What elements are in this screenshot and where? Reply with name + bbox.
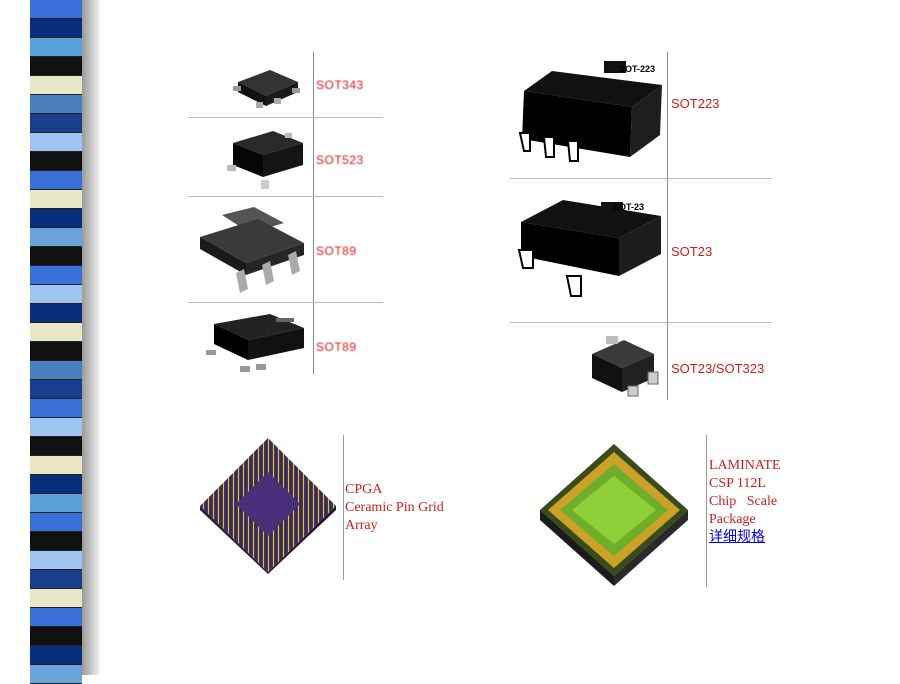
sot223-marking: SOT-223 [619, 64, 656, 74]
sot223-chip-image [518, 61, 662, 162]
package-label: SOT89 [316, 244, 357, 258]
package-label: SOT23/SOT323 [671, 361, 765, 376]
laminate-description: LAMINATE CSP 112L Chip Scale Package 详细规… [709, 457, 789, 547]
cpga-description: CPGA Ceramic Pin Grid Array [345, 481, 444, 535]
sot89-chip-image-alt [206, 314, 304, 372]
row-divider [188, 196, 383, 197]
cpga-divider [343, 435, 344, 580]
cpga-line-3: Array [345, 518, 378, 533]
laminate-line-2: CSP 112L [709, 476, 766, 491]
table-right-divider [667, 52, 668, 400]
cpga-line-2: Ceramic Pin Grid [345, 500, 444, 515]
table-left-divider [313, 52, 314, 374]
package-label: SOT23 [671, 244, 713, 259]
sot89-chip-image [200, 207, 304, 293]
row-divider [188, 117, 383, 118]
package-label: SOT223 [671, 96, 720, 111]
package-label: SOT89 [316, 340, 357, 354]
spec-details-link[interactable]: 详细规格 [709, 530, 765, 545]
row-divider [510, 322, 772, 323]
laminate-line-1: LAMINATE [709, 458, 781, 473]
laminate-csp-chip-image [540, 444, 688, 586]
laminate-line-4: Package [709, 512, 756, 527]
sot523-chip-image [227, 131, 303, 189]
sot23-marking: SOT-23 [613, 202, 645, 212]
package-label: SOT343 [316, 78, 364, 92]
laminate-divider [706, 435, 707, 587]
stripe-blocks [30, 0, 82, 684]
decorative-stripe [0, 0, 100, 684]
sot343-chip-image [233, 70, 300, 108]
sot323-chip-image [592, 336, 659, 397]
cpga-line-1: CPGA [345, 482, 383, 497]
package-label: SOT523 [316, 153, 364, 167]
cpga-chip-image [200, 438, 336, 574]
row-divider [188, 302, 383, 303]
laminate-line-3: Chip Scale [709, 494, 778, 509]
row-divider [510, 178, 772, 179]
stripe-shadow [82, 0, 100, 675]
sot23-chip-image [517, 200, 661, 297]
